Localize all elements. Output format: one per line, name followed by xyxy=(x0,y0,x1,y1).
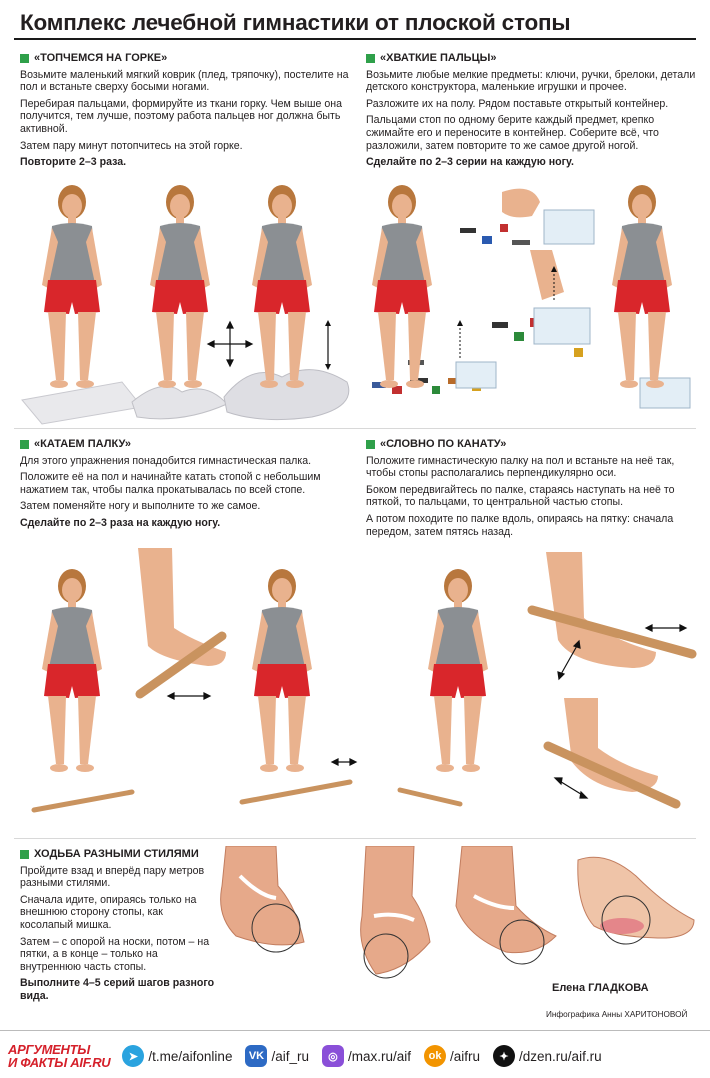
highlight-circle-icon xyxy=(499,919,545,965)
bullet-square-icon xyxy=(366,53,375,63)
container-icon xyxy=(455,361,497,389)
section-instruction: Повторите 2–3 раза. xyxy=(20,156,127,169)
logo-line: И ФАКТЫ AIF.RU xyxy=(8,1055,111,1070)
title-rule xyxy=(14,38,696,40)
social-link-text: /aifru xyxy=(450,1048,481,1064)
ok-icon: ok xyxy=(424,1045,447,1067)
foot-icon xyxy=(502,188,540,218)
max-icon: ◎ xyxy=(321,1045,344,1067)
section-heading: ХОДЬБА РАЗНЫМИ СТИЛЯМИ xyxy=(34,848,199,860)
section-text: Разложите их на полу. Рядом поставьте от… xyxy=(366,97,669,110)
section-heading: «ХВАТКИЕ ПАЛЬЦЫ» xyxy=(380,52,497,64)
diagonal-arrow-icon xyxy=(557,639,581,681)
social-link-dzen[interactable]: ✦ /dzen.ru/aif.ru xyxy=(493,1045,602,1067)
woman-figure xyxy=(612,185,672,388)
gym-stick xyxy=(135,631,227,699)
footer-rule xyxy=(0,1030,710,1031)
section-text: Затем – с опорой на носки, потом – на пя… xyxy=(20,935,210,973)
vk-icon: VK xyxy=(245,1045,268,1067)
social-link-ok[interactable]: ok /aifru xyxy=(424,1045,480,1067)
section-text: Положите гимнастическую палку на пол и в… xyxy=(366,454,675,480)
gym-stick xyxy=(239,779,353,805)
section-roll-stick: «КАТАЕМ ПАЛКУ» Для этого упражнения пона… xyxy=(20,438,350,534)
social-link-text: /max.ru/aif xyxy=(347,1048,412,1064)
gym-stick xyxy=(543,741,681,809)
section-text: Затем пару минут потопчитесь на этой гор… xyxy=(20,139,243,152)
container-icon xyxy=(543,209,595,245)
gym-stick xyxy=(31,789,135,813)
section-instruction: Сделайте по 2–3 раза на каждую ногу. xyxy=(20,516,221,529)
section-stomp-hill: «ТОПЧЕМСЯ НА ГОРКЕ» Возьмите маленький м… xyxy=(20,52,350,173)
section-heading: «КАТАЕМ ПАЛКУ» xyxy=(34,438,131,450)
section-text: Перебирая пальцами, формируйте из ткани … xyxy=(20,97,342,135)
section-like-rope: «СЛОВНО ПО КАНАТУ» Положите гимнастическ… xyxy=(366,438,700,542)
section-text: Возьмите маленький мягкий коврик (плед, … xyxy=(20,68,349,94)
horizontal-arrow-icon xyxy=(644,624,688,632)
section-heading: «ТОПЧЕМСЯ НА ГОРКЕ» xyxy=(34,52,168,64)
bullet-square-icon xyxy=(20,439,29,449)
illustration-row-2 xyxy=(31,548,697,813)
highlight-circle-icon xyxy=(251,903,301,953)
aif-logo[interactable]: АРГУМЕНТЫ И ФАКТЫ AIF.RU xyxy=(8,1042,111,1070)
section-grabbing-toes: «ХВАТКИЕ ПАЛЬЦЫ» Возьмите любые мелкие п… xyxy=(366,52,700,173)
highlight-circle-icon xyxy=(363,933,409,979)
container-icon xyxy=(533,307,591,345)
gym-stick xyxy=(527,605,697,659)
horizontal-arrow-icon xyxy=(330,758,358,766)
woman-figure xyxy=(372,185,432,388)
section-instruction: Сделайте по 2–3 серии на каждую ногу. xyxy=(366,156,574,169)
section-text: Для этого упражнения понадобится гимнаст… xyxy=(20,454,312,467)
social-link-telegram[interactable]: ➤ /t.me/aifonline xyxy=(122,1045,232,1067)
foot-closeup xyxy=(138,548,226,666)
woman-figure xyxy=(428,569,488,772)
section-instruction: Выполните 4–5 серий шагов разного вида. xyxy=(20,977,215,1002)
footer: АРГУМЕНТЫ И ФАКТЫ AIF.RU ➤ /t.me/aifonli… xyxy=(8,1038,708,1074)
bullet-square-icon xyxy=(20,53,29,63)
bullet-square-icon xyxy=(366,439,375,449)
highlight-circle-icon xyxy=(601,895,651,945)
infographic-credit: Инфографика Анны ХАРИТОНОВОЙ xyxy=(546,1010,688,1019)
woman-figure xyxy=(150,185,210,388)
social-link-vk[interactable]: VK /aif_ru xyxy=(245,1045,309,1067)
section-walking-styles: ХОДЬБА РАЗНЫМИ СТИЛЯМИ Пройдите взад и в… xyxy=(20,848,216,1007)
logo-line: АРГУМЕНТЫ xyxy=(8,1042,90,1057)
telegram-icon: ➤ xyxy=(122,1045,145,1067)
dzen-icon: ✦ xyxy=(493,1045,516,1067)
section-text: Затем поменяйте ногу и выполните то же с… xyxy=(20,500,261,513)
woman-figure xyxy=(42,569,102,772)
author-name: Елена ГЛАДКОВА xyxy=(552,982,649,994)
section-text: Пройдите взад и вперёд пару метров разны… xyxy=(20,864,205,890)
foot-anatomy xyxy=(360,846,431,975)
move-arrows-icon xyxy=(206,320,254,368)
social-link-text: /dzen.ru/aif.ru xyxy=(519,1048,602,1064)
social-link-text: /t.me/aifonline xyxy=(148,1048,233,1064)
section-text: Сначала идите, опираясь только на внешню… xyxy=(20,893,197,931)
woman-figure xyxy=(252,185,312,388)
section-text: Пальцами стоп по одному берите каждый пр… xyxy=(366,114,659,152)
foot-anatomy xyxy=(455,846,557,954)
illustration-row-1 xyxy=(21,185,691,425)
horizontal-arrow-icon xyxy=(166,692,212,700)
woman-figure xyxy=(252,569,312,772)
diagonal-arrow-icon xyxy=(553,777,589,799)
woman-figure xyxy=(42,185,102,388)
illustration-feet-anatomy xyxy=(220,846,695,979)
social-link-max[interactable]: ◎ /max.ru/aif xyxy=(321,1045,412,1067)
page-title: Комплекс лечебной гимнастики от плоской … xyxy=(20,10,571,35)
section-text: Возьмите любые мелкие предметы: ключи, р… xyxy=(366,68,696,94)
section-divider xyxy=(14,428,696,429)
foot-icon xyxy=(530,250,564,300)
gym-stick xyxy=(397,787,463,807)
section-heading: «СЛОВНО ПО КАНАТУ» xyxy=(380,438,507,450)
section-text: Положите её на пол и начинайте катать ст… xyxy=(20,471,321,496)
section-text: А потом походите по палке вдоль, опираяс… xyxy=(366,512,674,538)
social-link-text: /aif_ru xyxy=(271,1048,309,1064)
foot-closeup xyxy=(546,552,656,668)
section-text: Боком передвигайтесь по палке, стараясь … xyxy=(366,483,675,509)
bullet-square-icon xyxy=(20,849,29,859)
section-divider xyxy=(14,838,696,839)
